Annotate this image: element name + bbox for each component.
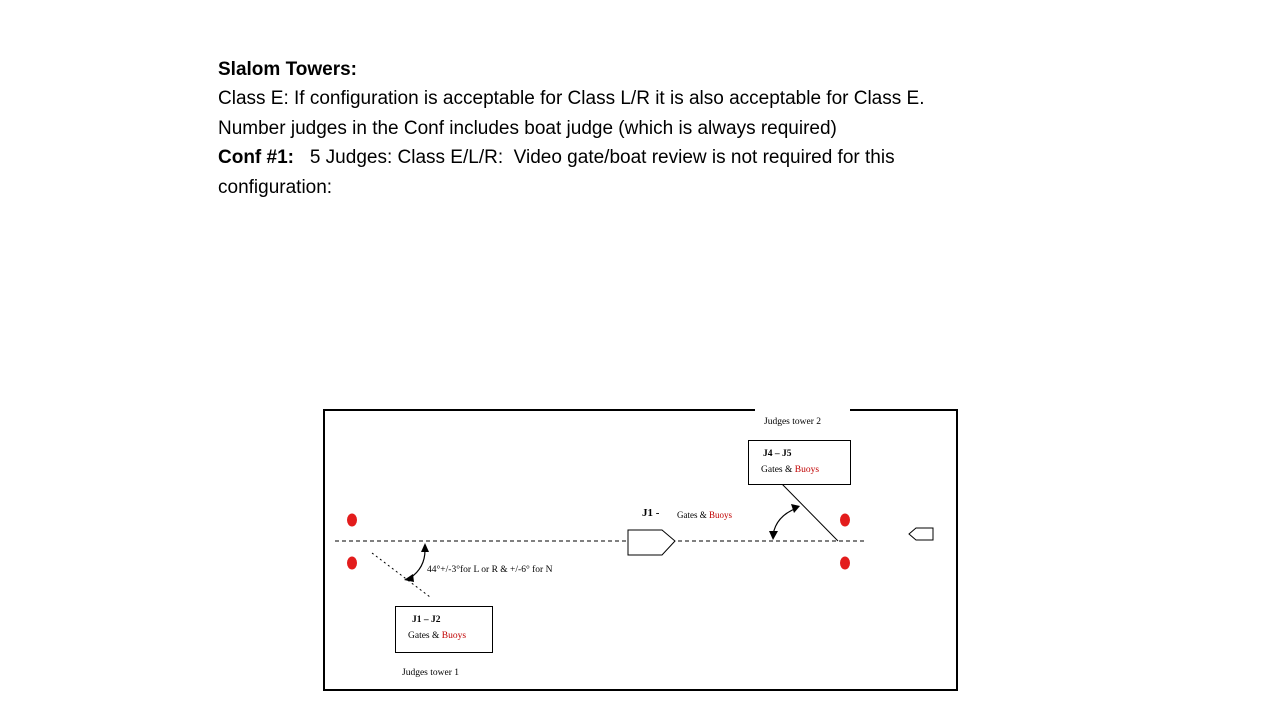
tower2-judges: J4 – J5: [763, 449, 792, 459]
conf-text: 5 Judges: Class E/L/R: Video gate/boat r…: [294, 147, 895, 169]
tower1-gates-buoys: Gates & Buoys: [408, 631, 466, 641]
tower2-buoys-label: Buoys: [794, 465, 820, 475]
intro-configuration-line: configuration:: [218, 176, 333, 198]
tower1-judges: J1 – J2: [412, 615, 441, 625]
boat-judge-gates-buoys: Gates & Buoys: [677, 510, 732, 520]
tower1-sight-line: [371, 552, 431, 598]
tower1-gates-label: Gates &: [408, 631, 442, 641]
tower2-angle-arc: [772, 507, 798, 536]
tower2-arrow-top: [791, 504, 800, 513]
intro-conf-line: Conf #1: 5 Judges: Class E/L/R: Video ga…: [218, 143, 1118, 172]
tower2-gates-buoys: Gates & Buoys: [761, 465, 819, 475]
intro-class-e-note: Class E: If configuration is acceptable …: [218, 88, 925, 110]
boat-judge-gates-label: Gates &: [677, 510, 709, 520]
buoy-left-top: [347, 513, 357, 527]
intro-text: Slalom Towers: Class E: If configuration…: [218, 55, 1118, 202]
tower1-arrow-top: [421, 543, 429, 552]
tower2-gates-label: Gates &: [761, 465, 795, 475]
tower2-judges-box: J4 – J5 Gates & Buoys: [748, 440, 851, 485]
diagram-frame-gap: [755, 404, 850, 414]
tower2-arrow-bottom: [769, 531, 778, 540]
conf-label: Conf #1:: [218, 147, 294, 169]
buoy-left-bottom: [347, 556, 357, 570]
intro-heading: Slalom Towers:: [218, 59, 358, 80]
tower1-buoys-label: Buoys: [441, 631, 467, 641]
tower2-sight-line: [781, 483, 839, 542]
tower1-angle-arc: [409, 549, 426, 579]
tower1-arrow-bottom: [404, 574, 414, 582]
buoy-right-bottom: [840, 556, 850, 570]
buoy-right-top: [840, 513, 850, 527]
boat-judge-buoys-label: Buoys: [709, 510, 733, 520]
boat-right-icon: [908, 527, 934, 541]
tower1-judges-box: J1 – J2 Gates & Buoys: [395, 606, 493, 653]
angle-note: 44°+/-3°for L or R & +/-6° for N: [427, 565, 553, 575]
intro-judges-note: Number judges in the Conf includes boat …: [218, 117, 837, 139]
tower2-label: Judges tower 2: [764, 417, 821, 427]
boat-judge-label: J1 -: [642, 507, 660, 519]
tower1-label: Judges tower 1: [402, 668, 459, 678]
boat-icon: [627, 529, 676, 556]
